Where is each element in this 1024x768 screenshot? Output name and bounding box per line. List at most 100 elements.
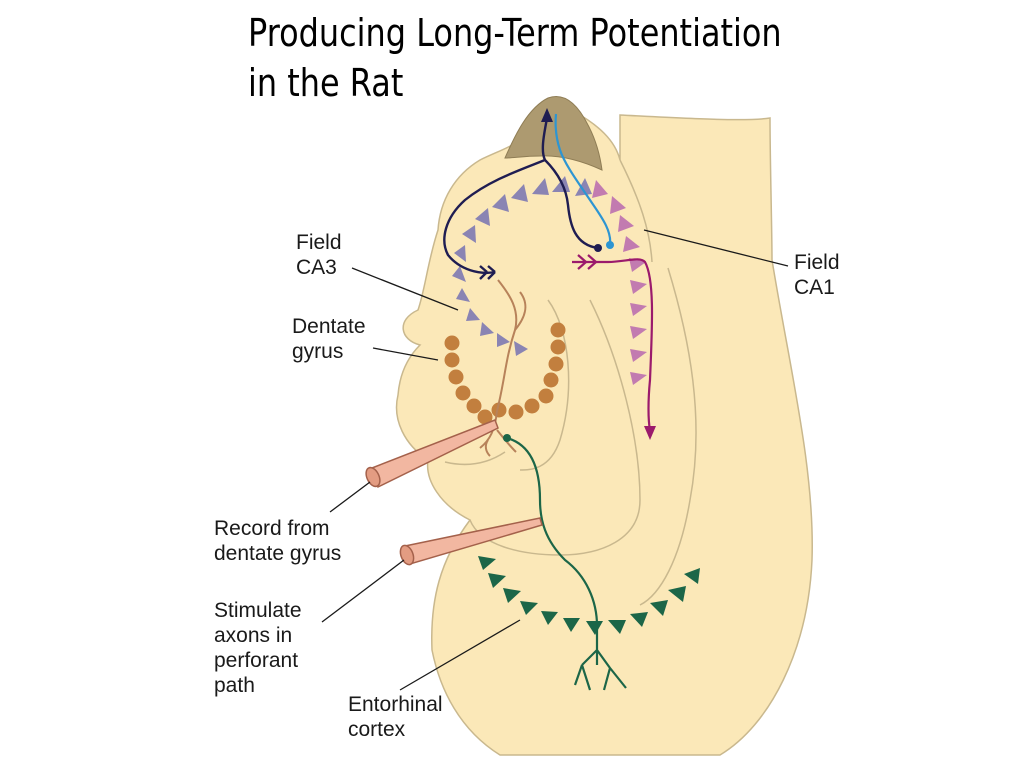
entorhinal-cell	[608, 620, 626, 634]
entorhinal-cell	[541, 611, 558, 625]
granule-cell	[538, 388, 554, 404]
label-stimulate-perforant-path: Stimulate axons in perforant path	[214, 598, 302, 698]
ca3-cell	[454, 245, 466, 262]
entorhinal-cell	[503, 588, 521, 603]
title-line-1: Producing Long-Term Potentiation	[248, 11, 782, 55]
label-leader-lines	[321, 229, 789, 691]
perforant-terminal	[503, 434, 511, 442]
ca1-cell	[610, 196, 626, 214]
leader-dentate	[372, 347, 439, 361]
label-field-ca1: Field CA1	[794, 250, 840, 300]
label-line: Entorhinal	[348, 693, 443, 716]
ca3-terminal-branch	[479, 265, 496, 280]
label-line: Record from	[214, 517, 330, 540]
granule-cell	[524, 398, 540, 414]
granule-cell	[477, 409, 493, 425]
ca1-axon	[554, 113, 612, 246]
entorhinal-cell	[488, 573, 506, 588]
ca1-axon-path	[554, 113, 612, 246]
ca1-cell	[623, 236, 640, 252]
entorhinal-cell	[684, 568, 700, 584]
ca1-pyramidal-cells	[592, 180, 647, 385]
ca3-axon-path	[541, 117, 599, 250]
perforant-pathway	[506, 436, 627, 691]
entorhinal-cell	[563, 618, 580, 632]
ca1-cell	[630, 349, 647, 362]
label-line: Dentate	[292, 315, 366, 338]
ca3-axon-arrowhead	[541, 108, 553, 122]
leader-ca3	[351, 267, 459, 311]
ca1-cell	[629, 258, 646, 272]
leader-record	[329, 481, 371, 513]
ca1-cell	[630, 280, 647, 294]
title-line-2: in the Rat	[248, 61, 404, 105]
entorhinal-cell	[630, 612, 648, 627]
fold-line-outer	[639, 267, 697, 606]
ca1-cell	[592, 180, 608, 198]
granule-cell	[550, 339, 566, 355]
label-entorhinal-cortex: Entorhinal cortex	[348, 692, 443, 742]
ca3-cell	[456, 288, 470, 302]
ca1-cell	[618, 215, 634, 232]
dentate-granule-cells	[444, 322, 566, 425]
ca3-axon	[443, 117, 599, 280]
label-field-ca3: Field CA3	[296, 230, 342, 280]
dendrite	[496, 429, 517, 453]
granule-cell	[550, 322, 566, 338]
entorhinal-cell	[668, 586, 686, 602]
granule-cell	[448, 369, 464, 385]
label-line: Stimulate	[214, 599, 302, 622]
schaffer-terminal	[577, 254, 597, 270]
dendrite	[514, 291, 527, 331]
fold-line-upper	[619, 159, 653, 263]
ca3-cell	[514, 341, 528, 356]
granule-cell	[444, 352, 460, 368]
ca1-cell	[630, 326, 647, 339]
entorhinal-cell	[520, 601, 538, 615]
granule-cell	[466, 398, 482, 414]
label-line: perforant	[214, 649, 299, 672]
label-line: cortex	[348, 718, 406, 741]
leader-entorhinal	[399, 619, 521, 691]
label-line: CA1	[794, 276, 835, 299]
label-line: path	[214, 674, 255, 697]
ca3-collateral	[443, 158, 546, 274]
granule-cell	[508, 404, 524, 420]
dentate-dendrites	[479, 279, 527, 457]
brain-tissue	[395, 96, 813, 756]
ca3-cell	[452, 266, 466, 282]
schaffer-arrowhead	[644, 426, 656, 440]
leader-stimulate	[321, 559, 405, 623]
tissue-tip	[504, 96, 603, 171]
fold-line-lower	[444, 451, 506, 466]
perforant-path	[506, 436, 599, 631]
ca1-cell-body-marker	[606, 241, 614, 249]
entorhinal-cell	[650, 600, 668, 616]
granule-cell	[444, 335, 460, 351]
slide-title: Producing Long-Term Potentiation in the …	[248, 8, 836, 108]
entorhinal-cell	[478, 556, 496, 570]
label-line: dentate gyrus	[214, 542, 342, 565]
label-line: gyrus	[292, 340, 344, 363]
entorhinal-dendrites	[573, 630, 627, 691]
label-line: Field	[794, 251, 840, 274]
granule-cell	[543, 372, 559, 388]
ca3-cell	[466, 308, 480, 321]
label-line: CA3	[296, 256, 337, 279]
ca1-cell	[630, 303, 647, 316]
entorhinal-cell	[586, 621, 603, 635]
dendrite	[479, 410, 498, 449]
ca3-cell	[475, 208, 490, 226]
fold-line-subiculum	[469, 299, 641, 556]
schaffer-path	[572, 258, 654, 431]
entorhinal-cells	[478, 556, 700, 635]
ca3-cell	[480, 322, 494, 336]
ca3-cell	[497, 333, 510, 347]
dendrite	[484, 439, 491, 457]
ca3-cell	[462, 225, 476, 243]
ca3-cell	[575, 178, 592, 196]
label-line: Field	[296, 231, 342, 254]
ca3-cell	[492, 194, 509, 212]
schaffer-pathway	[572, 254, 654, 431]
